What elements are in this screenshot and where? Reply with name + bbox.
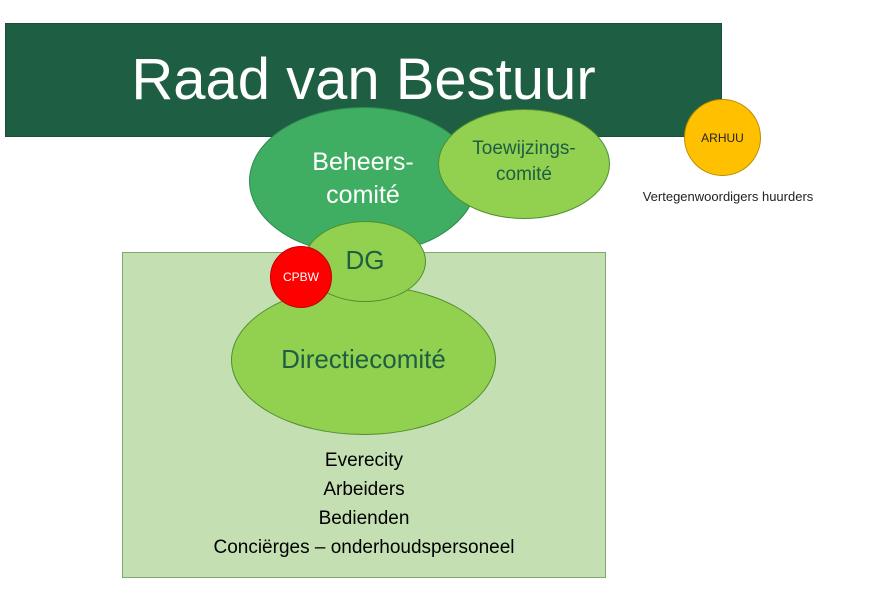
staff-list: Everecity Arbeiders Bedienden Conciërges… [122,446,606,562]
beheerscomite-label: Beheers- comité [249,146,477,212]
dg-label: DG [345,245,385,275]
cpbw-circle [270,246,332,308]
arhuu-circle [684,99,761,176]
arhuu-label: ARHUU [701,131,744,145]
directiecomite-label: Directiecomité [281,344,446,374]
staff-item: Bedienden [318,508,410,529]
board-title: Raad van Bestuur [131,47,596,112]
beheerscomite-label-line1: Beheers- [312,148,414,176]
cpbw-label: CPBW [283,270,319,284]
directiecomite-ellipse [231,285,496,435]
staff-item: Conciërges – onderhoudspersoneel [213,537,515,558]
toewijzingscomite-label-line1: Toewijzings- [472,138,576,159]
staff-item: Everecity [324,450,404,471]
toewijzingscomite-label: Toewijzings- comité [438,136,610,188]
staff-item: Arbeiders [323,479,405,500]
beheerscomite-label-line2: comité [326,181,400,209]
toewijzingscomite-ellipse [438,109,610,219]
toewijzingscomite-label-line2: comité [496,164,552,185]
arhuu-caption: Vertegenwoordigers huurders [642,189,814,204]
